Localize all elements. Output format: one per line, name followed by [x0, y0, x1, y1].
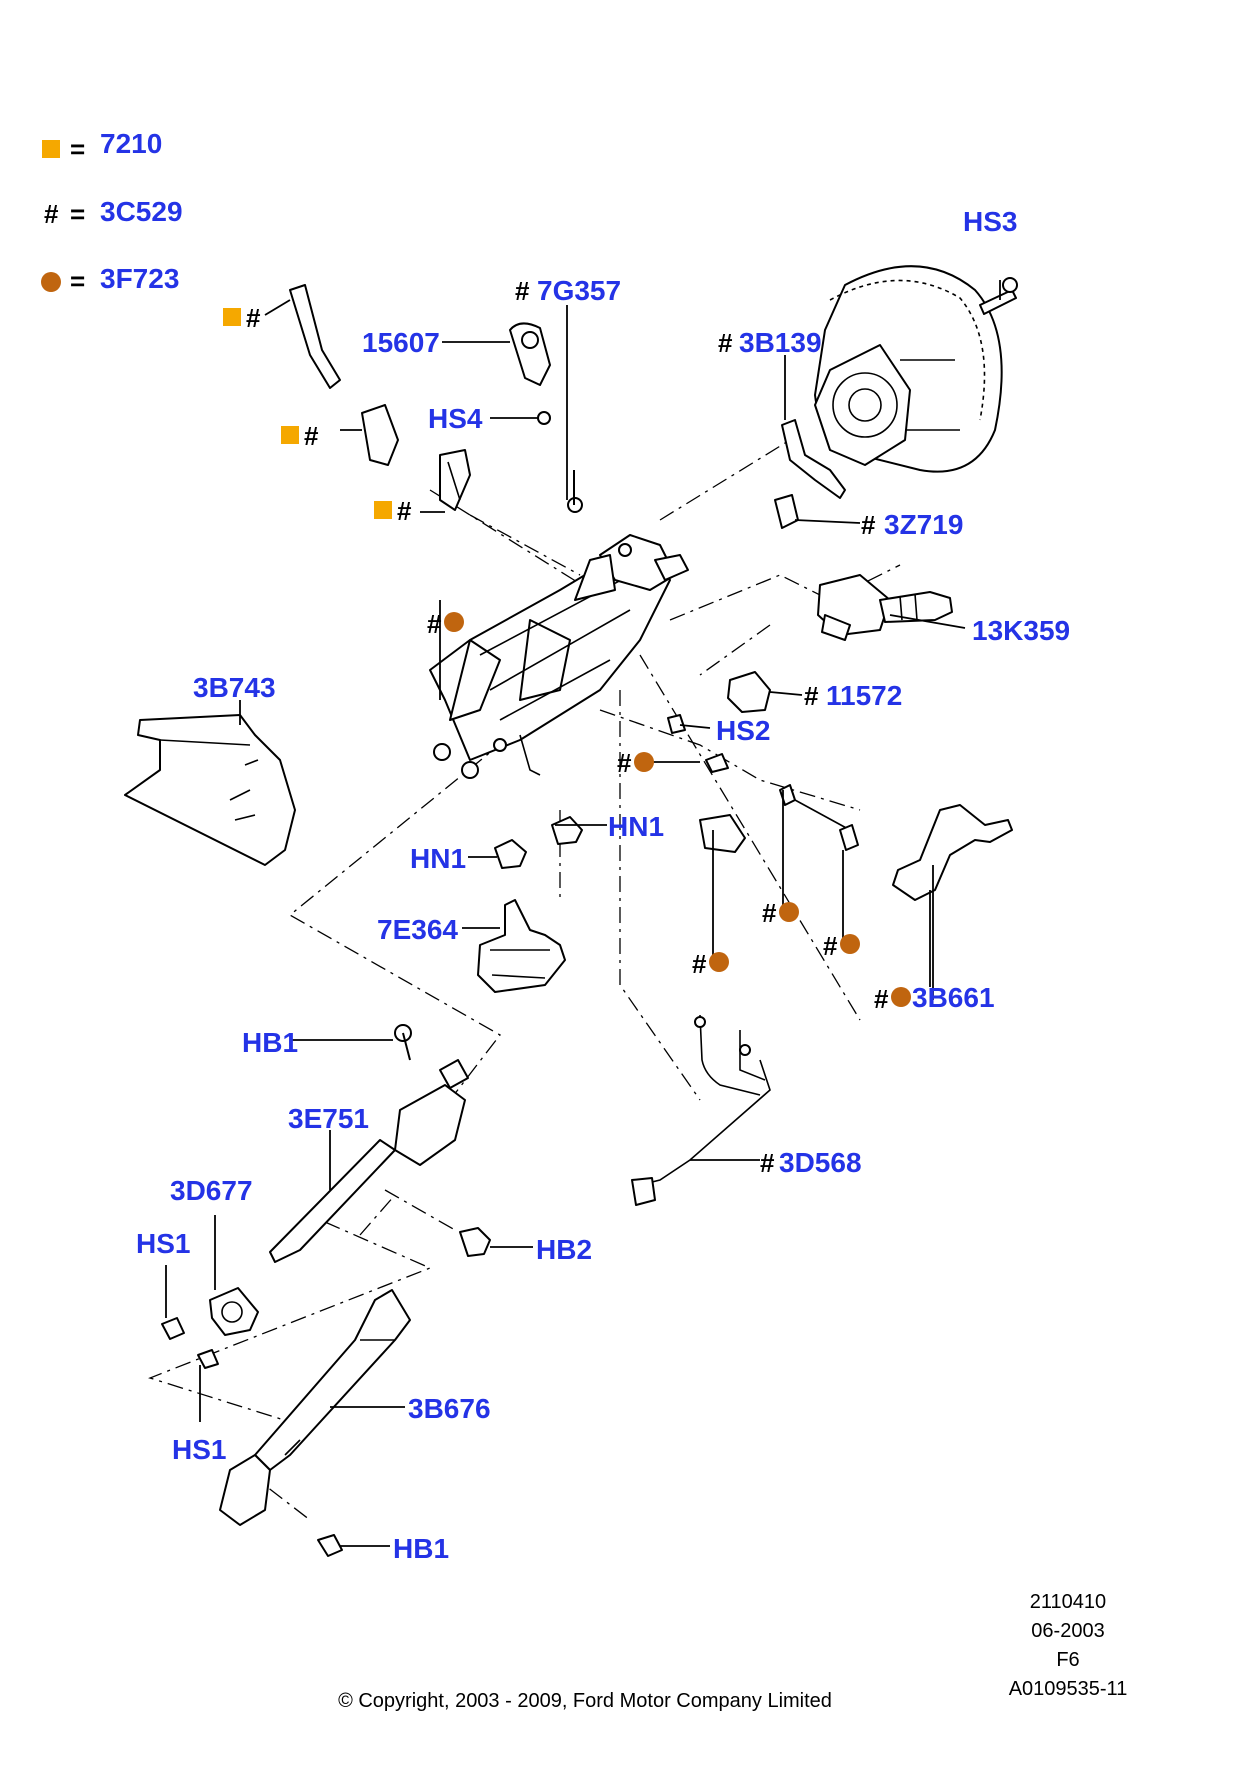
callout-3b661: 3B661: [912, 982, 995, 1013]
leader-lines: [165, 280, 1001, 1547]
footer-ref-2: 06-2003: [1031, 1620, 1104, 1642]
copyright: © Copyright, 2003 - 2009, Ford Motor Com…: [338, 1690, 832, 1712]
lower-shaft-3b676: [219, 1289, 411, 1557]
legend-eq: =: [70, 266, 85, 296]
footer-ref-1: 2110410: [1030, 1591, 1106, 1613]
legend-circle-code: 3F723: [100, 263, 179, 294]
shroud-7e364: [477, 899, 566, 993]
bracket-3b743: [124, 714, 296, 866]
hash-marker: #: [692, 949, 707, 979]
wiper-lever: [289, 284, 471, 511]
callout-15607: 15607: [362, 327, 440, 358]
tilt-lever-3b661: [699, 753, 1013, 901]
bolt-hb2: [459, 1227, 491, 1257]
footer-ref-3: F6: [1056, 1649, 1079, 1671]
legend-circle-icon: [41, 272, 61, 292]
callout-7e364: 7E364: [377, 914, 458, 945]
bearing-3d677: [161, 1287, 259, 1369]
callouts: HS3 # 7G357 15607 HS4 # 3B139 # 3Z719 13…: [136, 206, 1070, 1564]
hash-marker: #: [617, 748, 632, 778]
callout-3b139: 3B139: [739, 327, 822, 358]
circle-marker: [709, 952, 729, 972]
hash-marker: #: [397, 496, 412, 526]
harness-3d568: [631, 1014, 771, 1206]
callout-hs2: HS2: [716, 715, 770, 746]
circle-marker: [634, 752, 654, 772]
hazard-switch: [667, 671, 771, 734]
circle-marker: [444, 612, 464, 632]
callout-3e751: 3E751: [288, 1103, 369, 1134]
hash-marker: #: [760, 1148, 775, 1178]
callout-hs3: HS3: [963, 206, 1017, 237]
legend-hash-code: 3C529: [100, 196, 183, 227]
square-marker: [281, 426, 299, 444]
hash-marker: #: [427, 609, 442, 639]
hash-marker: #: [874, 984, 889, 1014]
legend-hash-symbol: #: [44, 199, 59, 229]
hash-marker: #: [304, 421, 319, 451]
intermediate-shaft-3e751: [269, 1024, 469, 1263]
hash-marker: #: [515, 276, 530, 306]
steering-wheel: [814, 265, 1018, 473]
hash-marker: #: [823, 931, 838, 961]
circle-marker: [891, 987, 911, 1007]
circle-marker: [779, 902, 799, 922]
legend-square-icon: [42, 140, 60, 158]
callout-hs1-bottom: HS1: [172, 1434, 226, 1465]
multifunction-switch: [817, 574, 953, 641]
callout-hb1-bottom: HB1: [393, 1533, 449, 1564]
callout-hn1-left: HN1: [410, 843, 466, 874]
callout-3b743: 3B743: [193, 672, 276, 703]
legend-square-code: 7210: [100, 128, 162, 159]
callout-hs1-top: HS1: [136, 1228, 190, 1259]
callout-hb2: HB2: [536, 1234, 592, 1265]
square-marker: [374, 501, 392, 519]
footer: 2110410 06-2003 F6 A0109535-11 © Copyrig…: [338, 1591, 1127, 1712]
part-markers: # # # # # # # # #: [223, 303, 911, 1014]
ignition-parts: [509, 322, 583, 513]
hash-marker: #: [762, 898, 777, 928]
clock-spring-parts: [774, 419, 846, 529]
callout-hs4: HS4: [428, 403, 483, 434]
steering-column: [429, 534, 689, 779]
footer-ref-4: A0109535-11: [1009, 1678, 1128, 1700]
hash-marker: #: [246, 303, 261, 333]
callout-3d677: 3D677: [170, 1175, 253, 1206]
callout-3d568: 3D568: [779, 1147, 862, 1178]
callout-hn1-right: HN1: [608, 811, 664, 842]
legend-eq: =: [70, 199, 85, 229]
hn1-nuts: [494, 816, 583, 869]
callout-3b676: 3B676: [408, 1393, 491, 1424]
hash-marker: #: [718, 328, 733, 358]
callout-11572: 11572: [826, 680, 902, 711]
hash-marker: #: [804, 681, 819, 711]
circle-marker: [840, 934, 860, 954]
legend: = 7210 # = 3C529 = 3F723: [41, 128, 183, 296]
callout-hb1-top: HB1: [242, 1027, 298, 1058]
hash-marker: #: [861, 510, 876, 540]
legend-eq: =: [70, 134, 85, 164]
callout-3z719: 3Z719: [884, 509, 963, 540]
square-marker: [223, 308, 241, 326]
callout-13k359: 13K359: [972, 615, 1070, 646]
callout-7g357: 7G357: [537, 275, 621, 306]
